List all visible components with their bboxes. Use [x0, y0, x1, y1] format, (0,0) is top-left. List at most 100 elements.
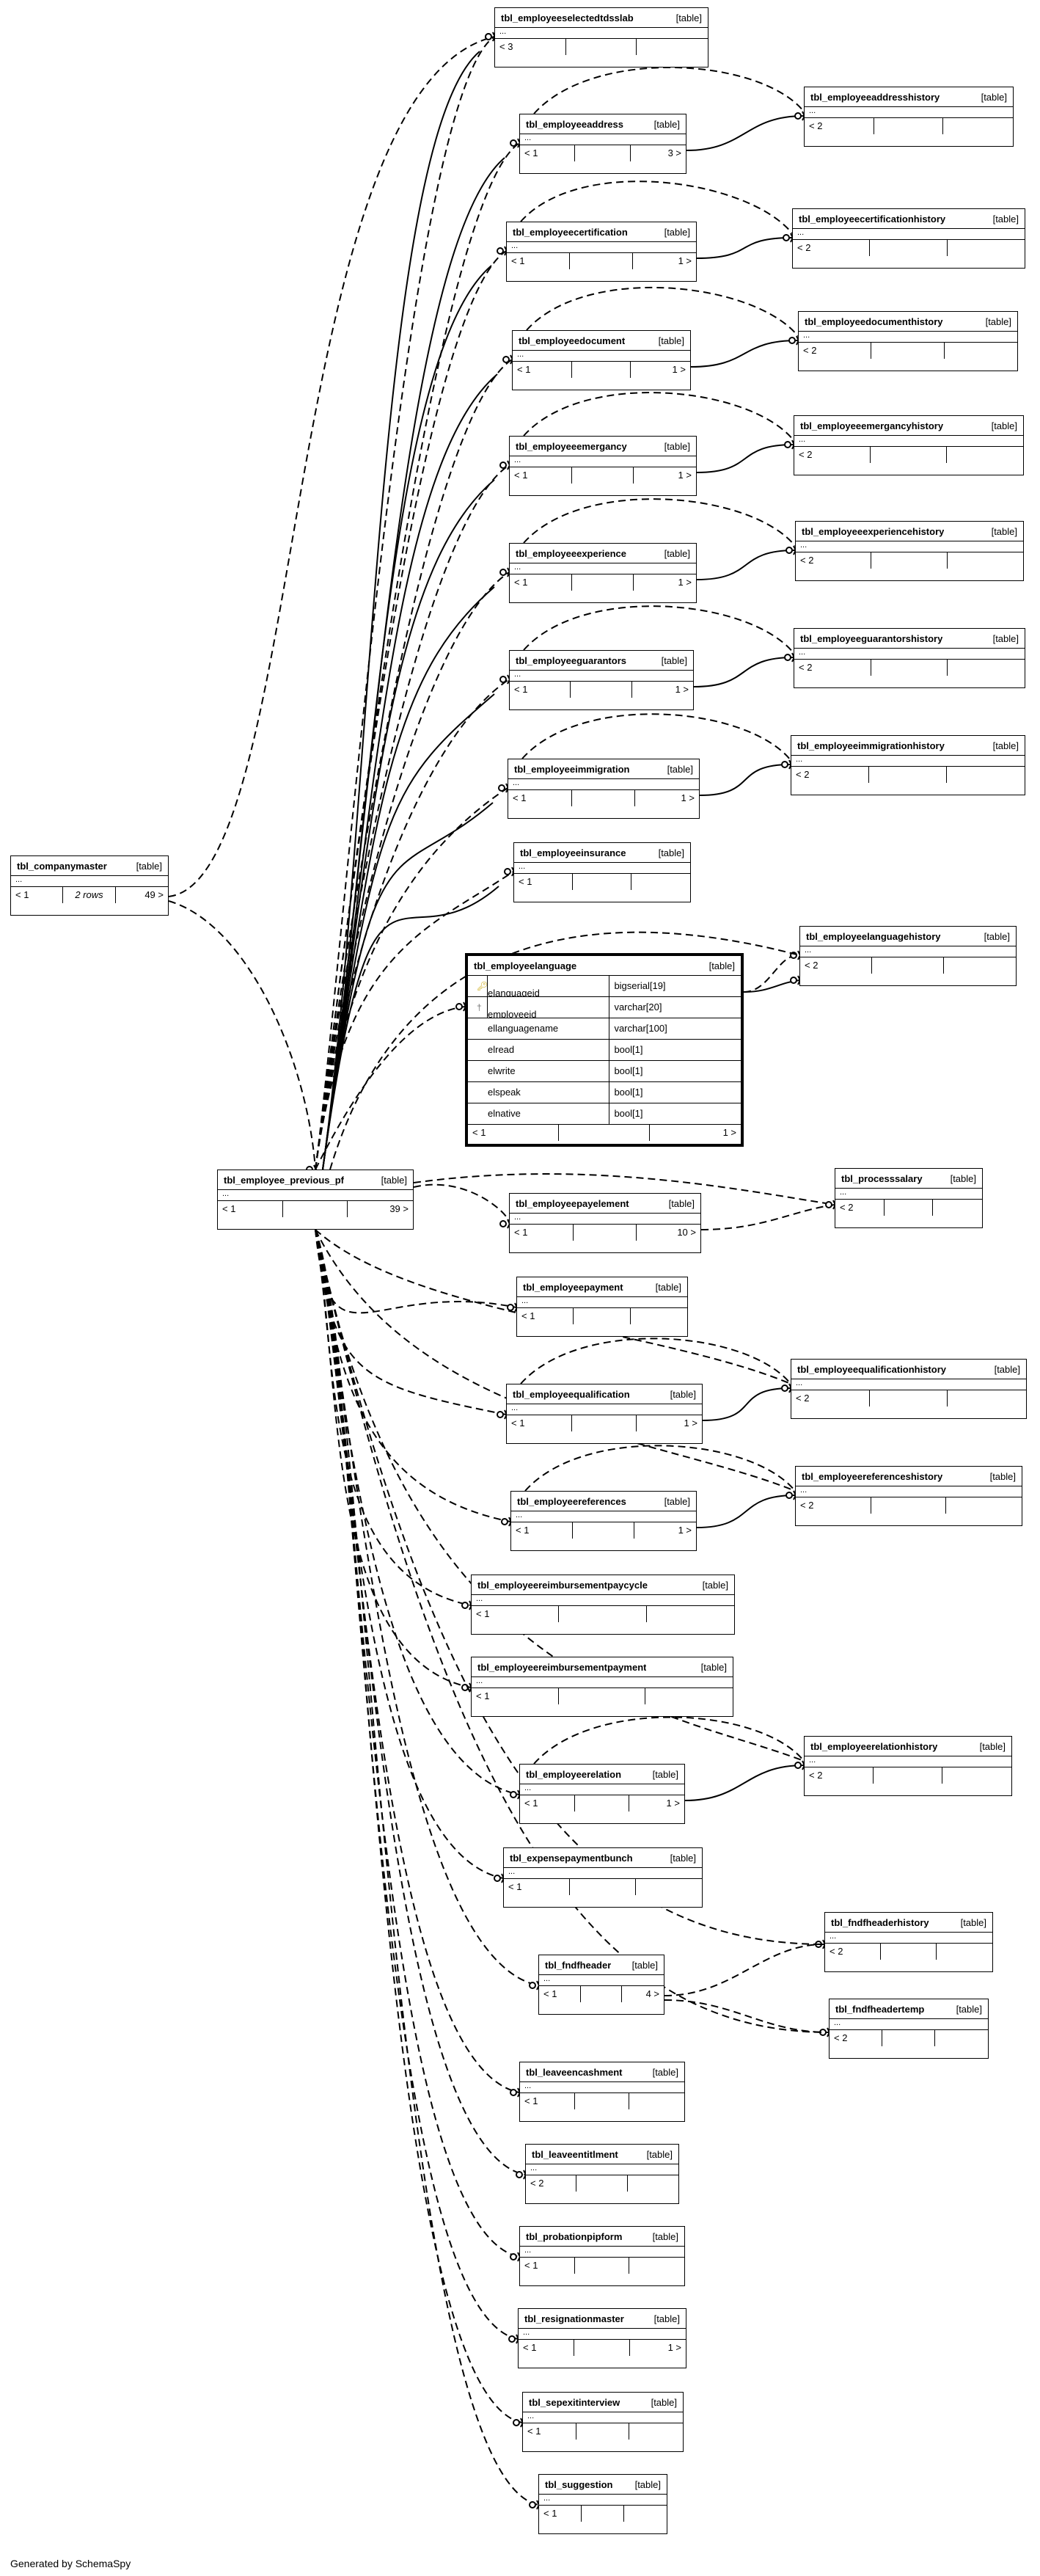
- table-footer: < 2: [800, 957, 1016, 974]
- parent-count: < 1: [539, 1986, 581, 2002]
- table-header: tbl_employeeaddresshistory[table]: [805, 87, 1013, 107]
- row-count: [571, 682, 632, 698]
- edge-end-refhist-circle: [786, 1492, 793, 1499]
- table-emerghist[interactable]: tbl_employeeemergancyhistory[table]...< …: [794, 415, 1024, 475]
- column-placeholder: ...: [11, 876, 168, 887]
- table-fnftemp[interactable]: tbl_fndfheadertemp[table]...< 2: [829, 1999, 989, 2059]
- table-immighist[interactable]: tbl_employeeimmigrationhistory[table]...…: [791, 735, 1025, 795]
- table-reimbpay[interactable]: tbl_employeereimbursementpayment[table].…: [471, 1657, 733, 1717]
- child-count: [631, 1308, 687, 1324]
- table-footer: < 1: [472, 1606, 734, 1622]
- column-type: bool[1]: [614, 1087, 643, 1098]
- edge-end-company-selectedtds-circle: [485, 33, 492, 40]
- table-name: tbl_employeequalification: [513, 1388, 630, 1400]
- table-kind: [table]: [989, 1470, 1016, 1482]
- table-header: tbl_fndfheadertemp[table]: [830, 1999, 988, 2019]
- parent-count: < 2: [794, 660, 871, 676]
- edge-end-address-circle: [510, 139, 517, 147]
- table-exphist[interactable]: tbl_employeeexperiencehistory[table]...<…: [795, 521, 1024, 581]
- edge-end-immighist-circle: [781, 761, 788, 768]
- table-header: tbl_employeeemergancy[table]: [510, 437, 696, 456]
- edge-company-selectedtds: [168, 36, 495, 897]
- table-header: tbl_resignationmaster[table]: [519, 2309, 686, 2329]
- table-name: tbl_employeeemergancy: [516, 440, 627, 452]
- table-kind: [table]: [992, 632, 1019, 644]
- edge-end-qual-circle: [497, 1411, 504, 1418]
- table-leaveent[interactable]: tbl_leaveentitlment[table]...< 2: [525, 2144, 679, 2204]
- table-expbunch[interactable]: tbl_expensepaymentbunch[table]...< 1: [503, 1847, 703, 1908]
- table-langhist[interactable]: tbl_employeelanguagehistory[table]...< 2: [799, 926, 1017, 986]
- table-selectedtds[interactable]: tbl_employeeselectedtdsslab[table]...< 3: [494, 7, 708, 67]
- table-reimbpc[interactable]: tbl_employeereimbursementpaycycle[table]…: [471, 1575, 735, 1635]
- column-placeholder: ...: [526, 2164, 678, 2175]
- parent-count: < 1: [507, 253, 570, 269]
- table-guarhist[interactable]: tbl_employeeguarantorshistory[table]...<…: [794, 628, 1025, 688]
- table-payment[interactable]: tbl_employeepayment[table]...< 1: [516, 1277, 688, 1337]
- column-placeholder: ...: [472, 1677, 733, 1688]
- table-leavecash[interactable]: tbl_leaveencashment[table]...< 1: [519, 2062, 685, 2122]
- column-placeholder: ...: [794, 436, 1023, 447]
- row-count: [570, 1879, 636, 1895]
- column-placeholder: ...: [805, 107, 1013, 118]
- edge-end-suggest-circle: [529, 2501, 536, 2509]
- parent-count: < 1: [523, 2423, 576, 2440]
- edge-end-fnf-circle: [529, 1982, 536, 1989]
- child-count: 1 >: [684, 1417, 697, 1429]
- table-footer: < 1: [472, 1688, 733, 1704]
- edge-address-addresshist: [686, 115, 805, 151]
- parent-count: < 2: [791, 767, 869, 783]
- column-placeholder: ...: [511, 1511, 696, 1522]
- table-ins[interactable]: tbl_employeeinsurance[table]...< 1: [513, 842, 691, 902]
- table-header: tbl_sepexitinterview[table]: [523, 2393, 683, 2412]
- table-certhist[interactable]: tbl_employeecertificationhistory[table].…: [792, 208, 1025, 269]
- edge-emerg-emerghist: [696, 444, 794, 473]
- table-name: tbl_employeereferenceshistory: [802, 1470, 943, 1482]
- table-addresshist[interactable]: tbl_employeeaddresshistory[table]...< 2: [804, 87, 1014, 147]
- child-count: 1 >: [678, 577, 692, 588]
- table-suggest[interactable]: tbl_suggestion[table]...< 1: [538, 2474, 667, 2534]
- focus-table[interactable]: tbl_employeelanguage [table] 🔑︎elanguage…: [465, 953, 744, 1147]
- table-probation[interactable]: tbl_probationpipform[table]...< 1: [519, 2226, 685, 2286]
- table-kind: [table]: [652, 1768, 678, 1780]
- table-header: tbl_employeeinsurance[table]: [514, 843, 690, 863]
- child-count: [629, 2423, 683, 2440]
- table-kind: [table]: [985, 315, 1011, 327]
- child-count: [945, 343, 1017, 359]
- table-header: tbl_employeereferences[table]: [511, 1492, 696, 1511]
- table-qualhist[interactable]: tbl_employeequalificationhistory[table].…: [791, 1359, 1027, 1419]
- table-kind: [table]: [655, 1281, 681, 1293]
- table-relhist[interactable]: tbl_employeerelationhistory[table]...< 2: [804, 1736, 1012, 1796]
- child-count: 49 >: [144, 889, 164, 900]
- table-dochist[interactable]: tbl_employeedocumenthistory[table]...< 2: [798, 311, 1018, 371]
- row-count: [871, 552, 948, 569]
- edge-end-selectedtds-circle: [485, 33, 492, 40]
- edge-prevpf-sepexit: [315, 1229, 523, 2423]
- child-count: 1 >: [675, 684, 689, 695]
- column-placeholder: ...: [504, 1868, 702, 1879]
- table-sepexit[interactable]: tbl_sepexitinterview[table]...< 1: [522, 2392, 684, 2452]
- table-procsal[interactable]: tbl_processsalary[table]...< 2: [835, 1168, 983, 1228]
- table-refhist[interactable]: tbl_employeereferenceshistory[table]...<…: [795, 1466, 1022, 1526]
- table-name: tbl_employeereferences: [517, 1495, 626, 1507]
- column-placeholder: ...: [825, 1933, 992, 1944]
- table-fnfhist[interactable]: tbl_fndfheaderhistory[table]...< 2: [824, 1912, 993, 1972]
- parent-count: < 1: [511, 1522, 573, 1539]
